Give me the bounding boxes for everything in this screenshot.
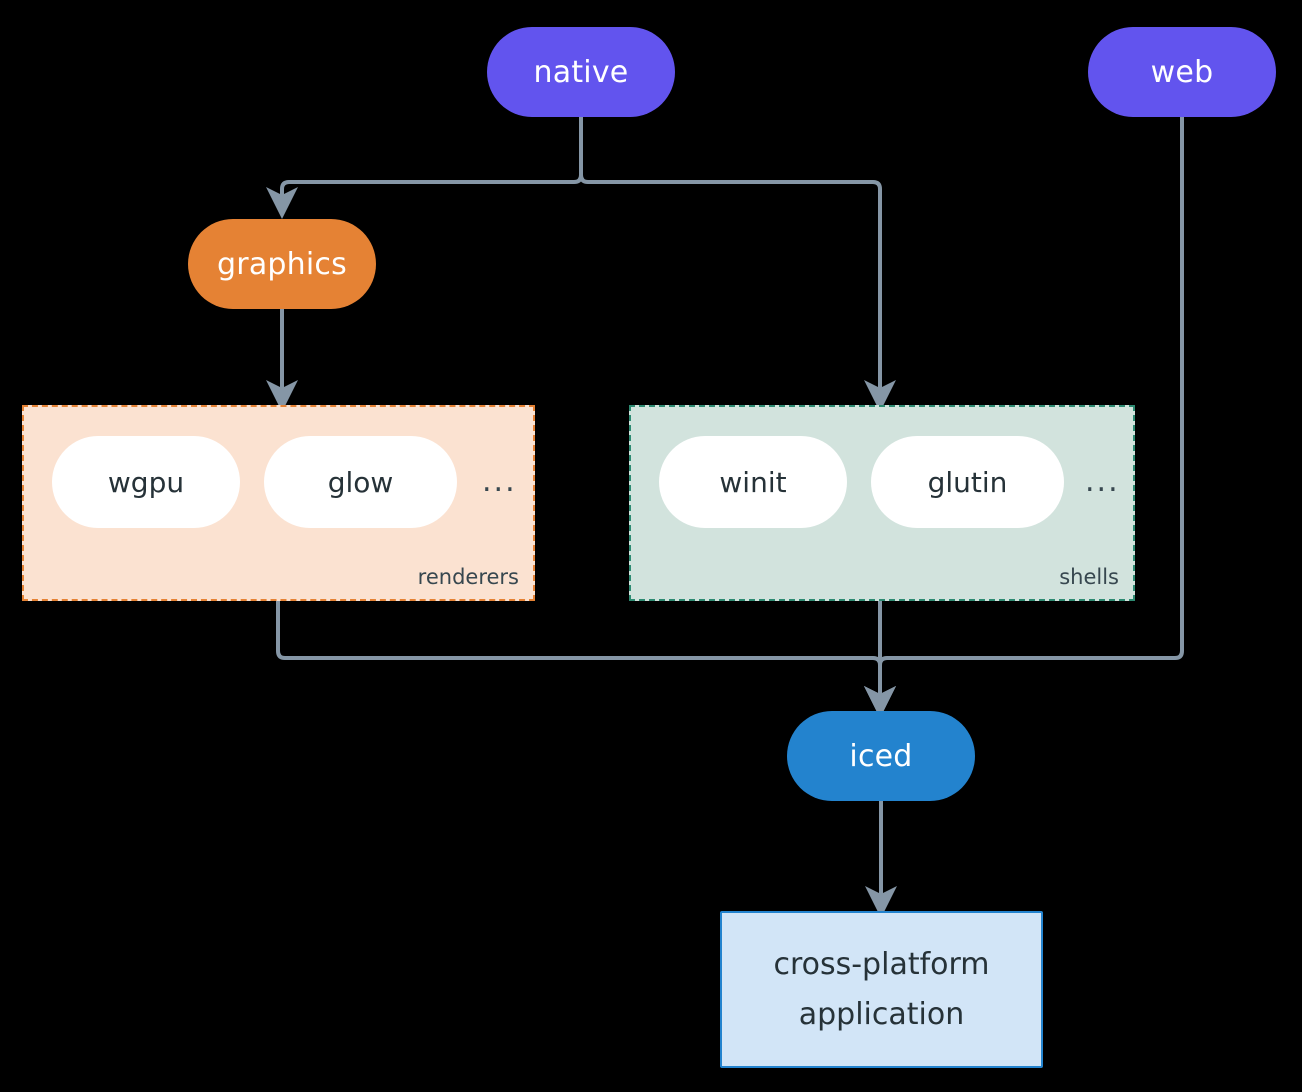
node-application-label-line1: cross-platform (773, 947, 990, 982)
node-glutin-label: glutin (927, 465, 1008, 499)
node-glutin[interactable]: glutin (871, 436, 1064, 528)
node-native-label: native (533, 54, 629, 90)
group-renderers-label: renderers (417, 565, 519, 589)
node-wgpu[interactable]: wgpu (52, 436, 240, 528)
node-wgpu-label: wgpu (107, 465, 185, 499)
node-graphics-label: graphics (217, 246, 347, 282)
edge-renderers-iced (276, 601, 896, 718)
node-iced-label: iced (849, 738, 913, 774)
shells-ellipsis: ... (1085, 464, 1120, 499)
node-glow[interactable]: glow (264, 436, 457, 528)
node-application-label-line2: application (798, 996, 965, 1032)
group-shells-label: shells (1059, 565, 1119, 589)
group-shells: winit glutin ... shells (629, 405, 1135, 601)
node-winit[interactable]: winit (659, 436, 847, 528)
node-web-label: web (1150, 54, 1214, 90)
node-graphics[interactable]: graphics (188, 219, 376, 309)
renderers-ellipsis: ... (482, 464, 517, 499)
node-web[interactable]: web (1088, 27, 1276, 117)
group-renderers: wgpu glow ... renderers (22, 405, 535, 601)
node-glow-label: glow (327, 465, 394, 499)
node-native[interactable]: native (487, 27, 675, 117)
node-winit-label: winit (719, 465, 787, 499)
node-iced[interactable]: iced (787, 711, 975, 801)
node-cross-platform-application[interactable]: cross-platform application (720, 911, 1043, 1068)
